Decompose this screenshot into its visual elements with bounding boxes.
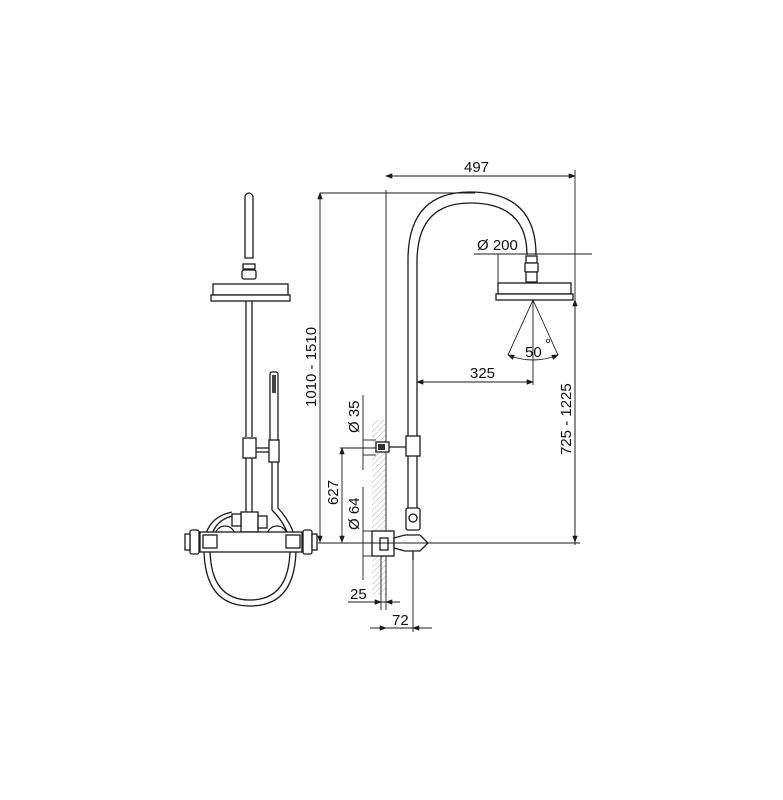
left-knob	[189, 529, 200, 555]
head-connector	[242, 263, 256, 270]
hand-shower-holder	[268, 439, 280, 463]
right-knob	[302, 529, 313, 555]
inlet-diameter-label: Ø 64	[346, 497, 363, 530]
shower-head-plate	[210, 294, 291, 302]
height-range-label: 1010 - 1510	[303, 327, 320, 407]
gooseneck-outer	[407, 191, 537, 436]
hand-shower-grip	[272, 375, 276, 393]
arm-reach-label: 325	[470, 365, 495, 382]
head-diameter-label: Ø 200	[477, 237, 518, 254]
front-view: 50 ° 497 Ø 200 325 1010 - 1510	[303, 159, 592, 632]
wall-offset-label: 25	[350, 586, 367, 603]
bracket-diameter-label: Ø 35	[346, 400, 363, 433]
side-view	[184, 192, 318, 607]
gooseneck-inner	[416, 202, 528, 436]
head-height-range-label: 725 - 1225	[558, 383, 575, 455]
shower-head-side	[212, 283, 289, 296]
front-slider	[405, 435, 421, 457]
spray-angle-label: 50	[525, 344, 542, 361]
mixer-depth-label: 72	[392, 612, 409, 629]
head-nut	[241, 269, 257, 280]
mixer-bar	[199, 531, 303, 553]
svg-text:°: °	[545, 336, 551, 353]
riser-top-pipe	[244, 192, 254, 259]
front-diverter	[405, 507, 421, 531]
shower-head-front	[497, 282, 572, 295]
mixer-height-label: 627	[325, 480, 342, 505]
slider-bracket	[242, 437, 257, 459]
diverter-body	[240, 511, 259, 533]
overall-width-label: 497	[464, 159, 489, 176]
